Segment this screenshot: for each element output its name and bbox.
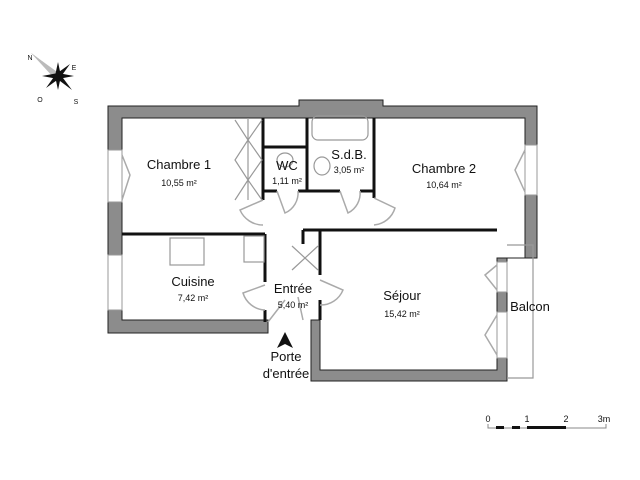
closet-hall-icon xyxy=(291,245,319,271)
svg-text:Chambre 2: Chambre 2 xyxy=(412,161,476,176)
balcony-label: Balcon xyxy=(510,299,550,314)
svg-text:1,11 m²: 1,11 m² xyxy=(272,176,302,186)
wardrobe-icon xyxy=(234,118,263,201)
svg-text:Cuisine: Cuisine xyxy=(171,274,214,289)
scale-bar: 0 1 2 3m xyxy=(485,414,610,429)
toilet-icon xyxy=(276,152,294,168)
washbasin-icon xyxy=(313,156,331,176)
compass-rose-icon: N E S O xyxy=(27,53,79,106)
entrance-label-1: Porte xyxy=(270,349,301,364)
balcony-outline xyxy=(507,244,534,379)
svg-text:WC: WC xyxy=(276,158,298,173)
fixtures xyxy=(169,115,369,271)
stove-icon xyxy=(243,235,265,263)
doors xyxy=(121,149,526,356)
svg-text:Chambre 1: Chambre 1 xyxy=(147,157,211,172)
svg-text:3,05 m²: 3,05 m² xyxy=(334,165,365,175)
entrance-arrow-icon xyxy=(277,332,293,348)
room-entree: Entrée 5,40 m² xyxy=(274,281,312,310)
room-chambre-1: Chambre 1 10,55 m² xyxy=(147,157,211,188)
compass-north: N xyxy=(27,55,32,62)
svg-text:Séjour: Séjour xyxy=(383,288,421,303)
exterior-walls xyxy=(107,99,538,382)
sink-icon xyxy=(169,237,205,266)
svg-text:15,42 m²: 15,42 m² xyxy=(384,309,420,319)
interior-walls xyxy=(122,118,497,322)
scale-tick-2: 2 xyxy=(563,414,568,424)
svg-text:Entrée: Entrée xyxy=(274,281,312,296)
svg-text:7,42 m²: 7,42 m² xyxy=(178,293,209,303)
compass-south: S xyxy=(74,99,79,106)
entrance-label-2: d'entrée xyxy=(263,366,310,381)
room-wc: WC 1,11 m² xyxy=(272,158,302,186)
room-cuisine: Cuisine 7,42 m² xyxy=(171,274,214,303)
room-sdb: S.d.B. 3,05 m² xyxy=(331,147,366,175)
compass-east: E xyxy=(72,65,77,72)
room-sejour: Séjour 15,42 m² xyxy=(383,288,421,319)
scale-tick-3: 3m xyxy=(598,414,611,424)
scale-tick-1: 1 xyxy=(524,414,529,424)
room-chambre-2: Chambre 2 10,64 m² xyxy=(412,161,476,190)
svg-text:S.d.B.: S.d.B. xyxy=(331,147,366,162)
svg-text:10,64 m²: 10,64 m² xyxy=(426,180,462,190)
svg-text:5,40 m²: 5,40 m² xyxy=(278,300,309,310)
svg-text:10,55 m²: 10,55 m² xyxy=(161,178,197,188)
compass-west: O xyxy=(37,97,43,104)
bathtub-icon xyxy=(311,115,369,141)
scale-tick-0: 0 xyxy=(485,414,490,424)
